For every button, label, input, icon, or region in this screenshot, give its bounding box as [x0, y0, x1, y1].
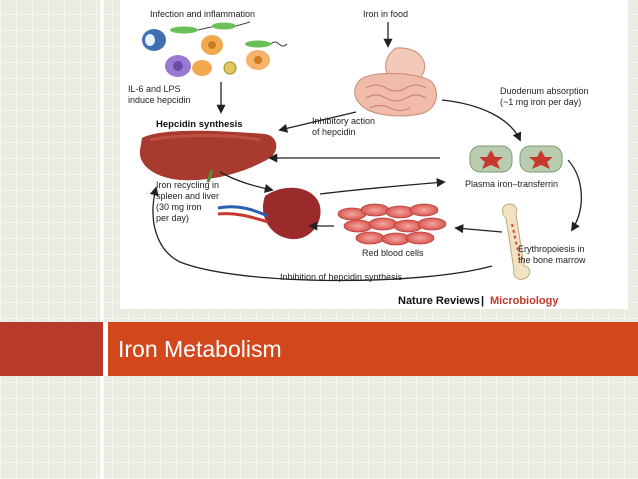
stomach-intestine-icon — [354, 47, 437, 117]
footer-section: Microbiology — [490, 295, 559, 307]
arrow-bone-to-rbc — [454, 224, 503, 234]
title-band-main: Iron Metabolism — [108, 322, 638, 376]
recycling-label-line3: (30 mg iron — [156, 202, 202, 212]
red-blood-cells-icon — [337, 203, 447, 246]
rbc-label: Red blood cells — [362, 248, 424, 258]
transferrin-icon — [469, 145, 563, 173]
inhibition-label: Inhibition of hepcidin synthesis — [280, 272, 403, 282]
arrow-duodenum-to-plasma — [441, 99, 522, 142]
bone-icon — [502, 203, 531, 280]
iron-food-label: Iron in food — [363, 9, 408, 19]
title-band-gap — [103, 322, 108, 376]
slide-decor-stripe — [100, 0, 104, 479]
arrow-inhibitory — [278, 111, 357, 133]
spleen-icon — [217, 187, 321, 240]
duodenum-label-line1: Duodenum absorption — [500, 86, 589, 96]
arrow-inhibition-loop — [149, 186, 493, 282]
bacteria-icon — [142, 21, 288, 77]
il6-label-line1: IL-6 and LPS — [128, 84, 181, 94]
figure-frame: Infection and inflammation IL-6 and LPS … — [120, 0, 628, 309]
hepcidin-synthesis-label: Hepcidin synthesis — [156, 119, 243, 130]
title-band-left-block — [0, 322, 103, 376]
recycling-label-line4: per day) — [156, 213, 189, 223]
footer-separator: | — [481, 295, 484, 307]
il6-label-line2: induce hepcidin — [128, 95, 191, 105]
duodenum-label-line2: (~1 mg iron per day) — [500, 97, 581, 107]
infection-label: Infection and inflammation — [150, 9, 255, 19]
slide-title: Iron Metabolism — [118, 335, 282, 362]
footer-journal: Nature Reviews — [398, 295, 480, 307]
arrow-spleen-to-plasma — [319, 178, 446, 195]
inhibitory-label-line1: Inhibitory action — [312, 116, 375, 126]
recycling-label-line2: spleen and liver — [156, 191, 219, 201]
arrow-plasma-to-bone — [567, 159, 583, 232]
iron-metabolism-diagram: Infection and inflammation IL-6 and LPS … — [128, 9, 589, 307]
liver-icon — [139, 130, 277, 183]
arrow-liver-to-spleen — [219, 171, 274, 193]
recycling-label-line1: Iron recycling in — [156, 180, 219, 190]
plasma-label: Plasma iron–transferrin — [465, 179, 558, 189]
erythro-label-line2: the bone marrow — [518, 255, 586, 265]
erythro-label-line1: Erythropoiesis in — [518, 244, 585, 254]
inhibitory-label-line2: of hepcidin — [312, 127, 356, 137]
title-band: Iron Metabolism — [0, 322, 638, 376]
